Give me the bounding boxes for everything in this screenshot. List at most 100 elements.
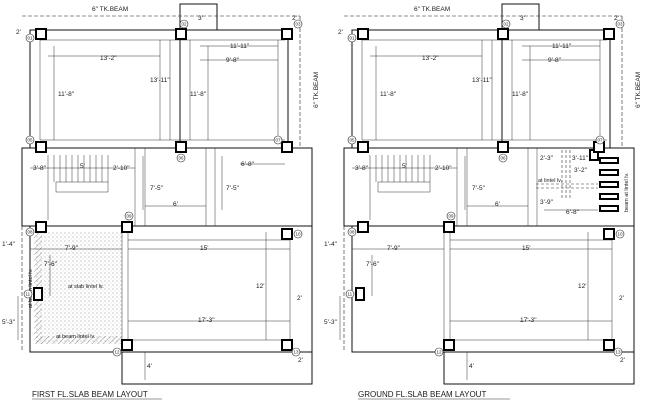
slab-dotted-area <box>36 232 122 344</box>
slab-lintel-label: at slab lintel lv. <box>68 284 104 290</box>
dim-4: 4' <box>147 363 152 370</box>
upper-room-wall <box>29 29 181 149</box>
dim-7-5a: 7'-5" <box>150 185 164 192</box>
dim-15: 15' <box>200 245 208 252</box>
column-01: 01 <box>25 28 47 43</box>
column-06: 06 <box>175 141 187 163</box>
svg-text:12: 12 <box>115 350 121 355</box>
svg-text:01: 01 <box>350 36 356 41</box>
stair-treads <box>47 155 109 220</box>
column-08: 08 <box>347 221 369 237</box>
column-12: 12 <box>434 339 455 357</box>
dim-6-8: 6'-8" <box>566 209 580 216</box>
dim-top-2b: 2' <box>292 15 297 22</box>
column-10: 10 <box>603 228 625 240</box>
beam-lintel-label-left: at beam lintel lv. <box>28 268 34 308</box>
svg-text:07: 07 <box>276 138 282 143</box>
dim-5: 5' <box>80 163 85 170</box>
dim-top-2a: 2' <box>16 29 21 36</box>
svg-text:11: 11 <box>26 292 31 297</box>
dim-height-11-8b: 11'-8" <box>512 91 529 98</box>
svg-text:06: 06 <box>501 156 507 161</box>
dim-5-3: 5'-3" <box>2 319 16 326</box>
dim-top-3: 3' <box>520 15 525 22</box>
svg-text:13: 13 <box>616 350 622 355</box>
dim-2-10: 2'-10" <box>435 165 452 172</box>
column-02: 02 <box>497 19 511 40</box>
dim-2b: 2' <box>620 357 625 364</box>
column-07: 07 <box>273 135 293 153</box>
dim-1-4: 1'-4" <box>324 241 338 248</box>
column-06: 06 <box>497 141 509 163</box>
column-13: 13 <box>603 339 623 357</box>
svg-text:02: 02 <box>182 22 188 27</box>
dim-1-4: 1'-4" <box>2 241 16 248</box>
dim-width-13-2: 13'-2" <box>422 55 439 62</box>
side-beam-label: 6" TK.BEAM <box>635 72 642 108</box>
column-01: 01 <box>347 28 369 43</box>
svg-text:02: 02 <box>504 22 510 27</box>
dim-17-3: 17'-3" <box>198 317 215 324</box>
column-10: 10 <box>281 228 303 240</box>
beam-lintel-label-bottom: at beam lintel lv. <box>56 334 96 340</box>
plan-caption: FIRST FL.SLAB BEAM LAYOUT <box>32 390 148 399</box>
dim-top-2b: 2' <box>614 15 619 22</box>
dim-12: 12' <box>578 283 586 290</box>
svg-text:11: 11 <box>348 292 353 297</box>
dim-7-6: 7'-6" <box>44 261 58 268</box>
dim-6: 6' <box>173 201 178 208</box>
ground-floor-plan: 6" TK.BEAM 3' 2' 2' 11'-11" 13'-2" 9'-8"… <box>324 3 642 400</box>
dim-height-11-8b: 11'-8" <box>190 91 207 98</box>
top-beam-label: 6" TK.BEAM <box>414 6 450 13</box>
column-11: 11 <box>23 287 43 301</box>
dim-height-13-11: 13'-11" <box>150 77 170 84</box>
column-03: 03 <box>281 19 303 40</box>
dim-3-8: 3'-8" <box>355 165 369 172</box>
dim-5-3: 5'-3" <box>324 319 338 326</box>
column-03: 03 <box>603 19 625 40</box>
svg-text:10: 10 <box>296 232 302 237</box>
dim-width-13-2: 13'-2" <box>100 55 117 62</box>
dim-7-9: 7'-9" <box>65 245 79 252</box>
svg-text:09: 09 <box>449 214 455 219</box>
column-05: 05 <box>25 135 47 153</box>
dim-height-13-11: 13'-11" <box>472 77 492 84</box>
dim-width-9-8: 9'-8" <box>548 57 562 64</box>
dim-top-2a: 2' <box>338 29 343 36</box>
column-11: 11 <box>345 287 365 301</box>
column-07: 07 <box>593 135 605 153</box>
dim-6: 6' <box>495 201 500 208</box>
column-08: 08 <box>25 221 47 237</box>
dim-width-11-11: 11'-11" <box>552 43 572 50</box>
dim-6-8: 6'-8" <box>241 161 255 168</box>
dim-2-10: 2'-10" <box>113 165 130 172</box>
middle-band-wall <box>21 147 313 227</box>
dim-7-6: 7'-6" <box>366 261 380 268</box>
dim-12: 12' <box>256 283 264 290</box>
svg-text:08: 08 <box>350 230 356 235</box>
svg-text:01: 01 <box>28 36 34 41</box>
dim-3-9: 3'-9" <box>540 199 554 206</box>
svg-text:03: 03 <box>618 22 624 27</box>
column-02: 02 <box>175 19 189 40</box>
column-13: 13 <box>281 339 301 357</box>
svg-text:12: 12 <box>437 350 443 355</box>
dim-top-3: 3' <box>198 15 203 22</box>
top-beam-label: 6" TK.BEAM <box>92 6 128 13</box>
svg-text:05: 05 <box>28 138 34 143</box>
svg-text:09: 09 <box>127 214 133 219</box>
dim-2b: 2' <box>298 357 303 364</box>
dim-15: 15' <box>522 245 530 252</box>
dim-width-9-8: 9'-8" <box>226 57 240 64</box>
column-05: 05 <box>347 135 369 153</box>
dim-2: 2' <box>297 295 302 302</box>
plan-caption: GROUND FL.SLAB BEAM LAYOUT <box>358 390 486 399</box>
dim-2: 2' <box>619 295 624 302</box>
column-12: 12 <box>112 339 133 357</box>
dim-width-11-11: 11'-11" <box>230 43 250 50</box>
lintel-label-b: beam at lintel lv. <box>624 172 630 212</box>
svg-text:03: 03 <box>296 22 302 27</box>
dim-7-5b: 7'-5" <box>226 185 240 192</box>
lintel-label-a: at lintel lv. <box>538 178 563 184</box>
